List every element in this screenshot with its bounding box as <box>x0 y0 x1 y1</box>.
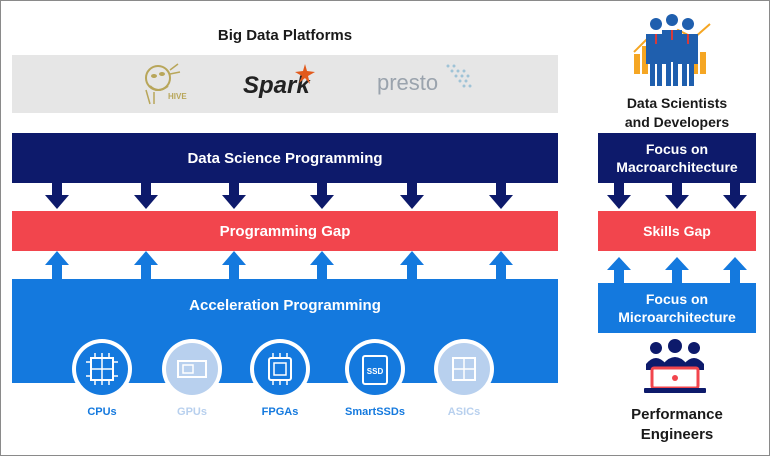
microarchitecture-line2: Microarchitecture <box>618 309 736 325</box>
data-science-programming-band: Data Science Programming <box>12 133 558 183</box>
performance-engineers-title-line1: Performance <box>631 406 723 423</box>
down-arrow-icon <box>607 183 631 209</box>
up-arrow-icon <box>134 251 158 279</box>
down-arrows-left <box>45 183 513 209</box>
macroarchitecture-line1: Focus on <box>645 141 709 157</box>
asic-chip-icon <box>434 339 494 399</box>
down-arrow-icon <box>222 183 246 209</box>
hardware-label-gpus: GPUs <box>177 406 207 418</box>
down-arrow-icon <box>723 183 747 209</box>
macroarchitecture-line2: Macroarchitecture <box>616 159 738 175</box>
fpga-chip-icon <box>250 339 310 399</box>
platforms-title: Big Data Platforms <box>217 27 353 44</box>
data-scientists-title-line2: and Developers <box>624 114 730 130</box>
down-arrow-icon <box>665 183 689 209</box>
hardware-icons: SSD <box>72 339 494 399</box>
performance-engineers-title: Performance Engineers <box>598 405 756 445</box>
hardware-label-cpus: CPUs <box>87 406 117 418</box>
hive-logo <box>140 60 190 108</box>
acceleration-programming-band: Acceleration Programming <box>12 279 558 331</box>
up-arrow-icon <box>45 251 69 279</box>
svg-text:SSD: SSD <box>367 367 384 376</box>
presto-dots-icon <box>444 62 474 92</box>
up-arrow-icon <box>400 251 424 279</box>
performance-engineers-icon <box>640 338 710 396</box>
skills-gap-label: Skills Gap <box>643 223 711 239</box>
up-arrow-icon <box>723 257 747 283</box>
up-arrows-right <box>607 257 747 283</box>
programming-gap-band: Programming Gap <box>12 211 558 251</box>
cpu-chip-icon <box>72 339 132 399</box>
up-arrow-icon <box>607 257 631 283</box>
macroarchitecture-box: Focus on Macroarchitecture <box>598 133 756 183</box>
hardware-label-smartssds: SmartSSDs <box>345 406 405 418</box>
microarchitecture-box: Focus on Microarchitecture <box>598 283 756 333</box>
microarchitecture-line1: Focus on <box>645 291 709 307</box>
up-arrow-icon <box>489 251 513 279</box>
hive-bee-icon <box>145 63 181 105</box>
data-science-programming-label: Data Science Programming <box>187 149 383 167</box>
up-arrow-icon <box>310 251 334 279</box>
up-arrow-icon <box>665 257 689 283</box>
presto-logo: presto <box>377 70 439 95</box>
down-arrow-icon <box>310 183 334 209</box>
down-arrow-icon <box>400 183 424 209</box>
hardware-label-fpgas: FPGAs <box>261 406 299 418</box>
data-scientists-title-line1: Data Scientists <box>626 95 728 111</box>
platform-logos-band <box>12 55 558 113</box>
hive-logo-text: HIVE <box>168 92 187 101</box>
acceleration-programming-label: Acceleration Programming <box>189 296 381 314</box>
hardware-label-asics: ASICs <box>447 406 481 418</box>
programming-gap-label: Programming Gap <box>219 222 351 240</box>
gpu-card-icon <box>162 339 222 399</box>
up-arrows-left <box>45 251 513 279</box>
data-scientists-title: Data Scientists and Developers <box>598 94 756 132</box>
down-arrow-icon <box>45 183 69 209</box>
down-arrow-icon <box>134 183 158 209</box>
down-arrows-right <box>607 183 747 209</box>
performance-engineers-title-line2: Engineers <box>640 426 714 443</box>
data-scientists-icon <box>632 12 712 88</box>
down-arrow-icon <box>489 183 513 209</box>
smartssd-drive-icon: SSD <box>345 339 405 399</box>
skills-gap-box: Skills Gap <box>598 211 756 251</box>
spark-logo: Spark <box>243 72 310 99</box>
up-arrow-icon <box>222 251 246 279</box>
spark-star-icon <box>295 64 315 84</box>
